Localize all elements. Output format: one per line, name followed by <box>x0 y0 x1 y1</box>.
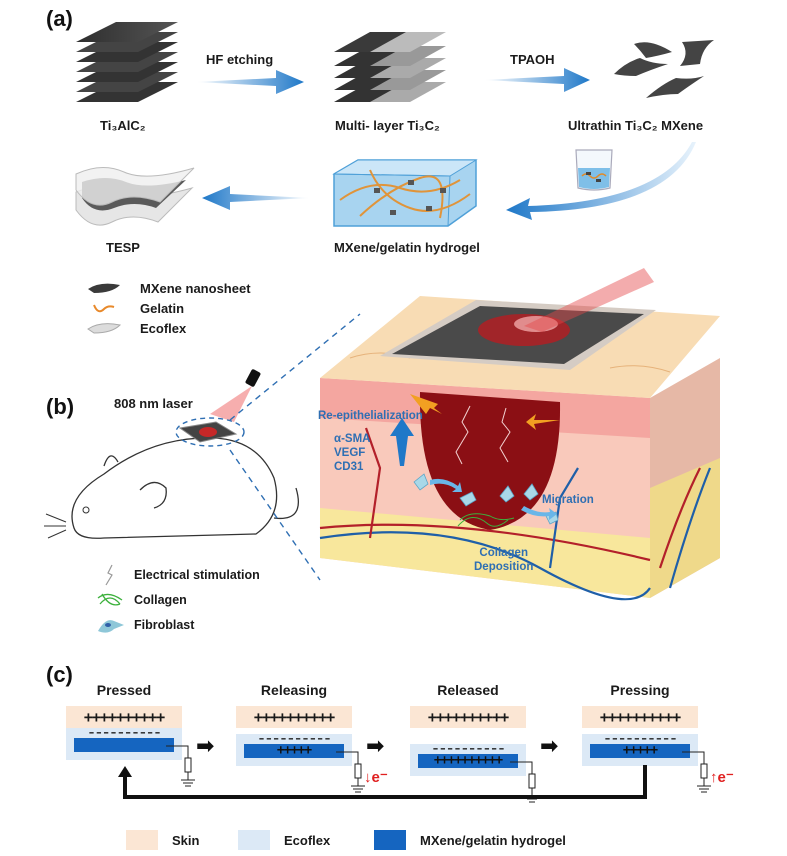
step-ultrathin-label: Ultrathin Ti₃C₂ MXene <box>568 118 704 133</box>
ground-connection <box>166 745 195 787</box>
collagen-icon <box>97 593 123 606</box>
stage-transition-arrow-icon: ➡ <box>540 734 559 759</box>
stage-pressing: Pressing ++++++++++ – – – – – – – – – – … <box>582 682 734 793</box>
zoom-guide-lines <box>229 313 361 581</box>
mxene-nanosheet-icon <box>88 283 120 293</box>
ultrathin-mxene-flakes-icon <box>614 40 714 98</box>
migration-label: Migration <box>542 494 594 506</box>
skin-layer: ++++++++++ <box>236 706 352 728</box>
skin-layer: ++++++++++ <box>66 706 182 728</box>
panel-a-label: (a) <box>46 6 73 31</box>
hf-etching-arrow-icon <box>196 70 304 94</box>
legend-item-hydrogel: MXene/gelatin hydrogel <box>374 830 566 850</box>
mouse-icon <box>44 417 300 539</box>
stage-title: Releasing <box>260 682 328 698</box>
hydrogel-layer: ++++++++++ <box>418 754 518 768</box>
skin-layer: ++++++++++ <box>410 706 526 728</box>
ecoflex-charges: – – – – – – – – – – <box>604 732 676 745</box>
hydrogel-layer <box>74 738 174 752</box>
electron-flow-indicator: ↓e⁻ <box>364 769 388 786</box>
stage-title: Released <box>437 682 499 698</box>
panel-b-label: (b) <box>46 394 75 419</box>
stage-title: Pressing <box>610 682 670 698</box>
step-tesp-label: TESP <box>106 240 140 255</box>
hydrogel-swatch <box>374 830 406 850</box>
tesp-device-icon <box>75 167 195 226</box>
gelatin-icon <box>93 304 115 313</box>
step-hydrogel-label: MXene/gelatin hydrogel <box>334 240 480 255</box>
stage-releasing: Releasing ++++++++++ – – – – – – – – – –… <box>236 682 388 793</box>
ecoflex-charges: – – – – – – – – – – <box>258 732 330 745</box>
legend-item-collagen: Collagen <box>96 587 260 612</box>
step-multilayer-label: Multi- layer Ti₃C₂ <box>335 118 440 133</box>
tpaoh-label: TPAOH <box>510 52 555 67</box>
marker-cd31: CD31 <box>334 461 364 473</box>
electron-arrow-icon: ↓ <box>364 769 372 786</box>
legend-item-fibroblast: Fibroblast <box>96 612 260 637</box>
skin-swatch <box>126 830 158 850</box>
collagen-deposition-label: Collagen Deposition <box>474 547 534 573</box>
hydrogel-layer: +++++ <box>590 744 690 758</box>
legend-item-electrical: Electrical stimulation <box>96 562 260 587</box>
multilayer-ti3c2-icon <box>334 32 446 102</box>
ground-connection <box>682 751 711 793</box>
to-tesp-arrow-icon <box>202 186 310 210</box>
laser-wavelength-label: 808 nm laser <box>114 396 193 411</box>
legend-item-skin: Skin <box>126 830 238 850</box>
step-ti3alc2-label: Ti₃AlC₂ <box>100 118 146 133</box>
electron-flow-indicator: ↑e⁻ <box>710 769 734 786</box>
ecoflex-swatch <box>238 830 270 850</box>
electron-arrow-icon: ↑ <box>710 769 718 786</box>
stage-transition-arrow-icon: ➡ <box>196 734 215 759</box>
small-laser-icon <box>210 369 261 422</box>
reepithelialization-label: Re-epithelialization <box>318 410 423 422</box>
panel-c-label: (c) <box>46 662 73 687</box>
beaker-icon <box>575 149 613 191</box>
ecoflex-icon <box>87 323 122 334</box>
panel-c-legend: Skin Ecoflex MXene/gelatin hydrogel <box>126 830 566 850</box>
skin-layer: ++++++++++ <box>582 706 698 728</box>
curved-arrow-icon <box>506 142 696 220</box>
legend-item-ecoflex: Ecoflex <box>86 318 251 338</box>
legend-item-ecoflex-c: Ecoflex <box>238 830 374 850</box>
electrical-stimulation-icon <box>105 564 113 585</box>
stage-released: Released ++++++++++ – – – – – – – – – – … <box>410 682 558 803</box>
ecoflex-charges: – – – – – – – – – – <box>88 726 160 739</box>
stage-title: Pressed <box>96 682 152 698</box>
ti3alc2-stack-icon <box>76 22 178 102</box>
ground-connection <box>336 751 365 793</box>
stage-pressed: Pressed ++++++++++ – – – – – – – – – – ➡ <box>66 682 214 792</box>
ecoflex-charges: – – – – – – – – – – <box>432 742 504 755</box>
tpaoh-arrow-icon <box>484 68 590 92</box>
fibroblast-icon <box>98 619 124 633</box>
legend-item-mxene: MXene nanosheet <box>86 278 251 298</box>
stage-transition-arrow-icon: ➡ <box>366 734 385 759</box>
hf-etching-label: HF etching <box>206 52 274 67</box>
marker-list: α-SMA VEGF CD31 <box>334 432 370 474</box>
panel-b-legend: Electrical stimulation Collagen Fibrobla… <box>96 562 260 637</box>
marker-asma: α-SMA <box>334 433 371 445</box>
skin-cross-section-illustration <box>319 268 720 601</box>
marker-vegf: VEGF <box>334 447 366 459</box>
panel-a-legend: MXene nanosheet Gelatin Ecoflex <box>86 278 251 338</box>
mxene-gelatin-hydrogel-icon <box>332 159 478 227</box>
legend-item-gelatin: Gelatin <box>86 298 251 318</box>
hydrogel-layer: +++++ <box>244 744 344 758</box>
